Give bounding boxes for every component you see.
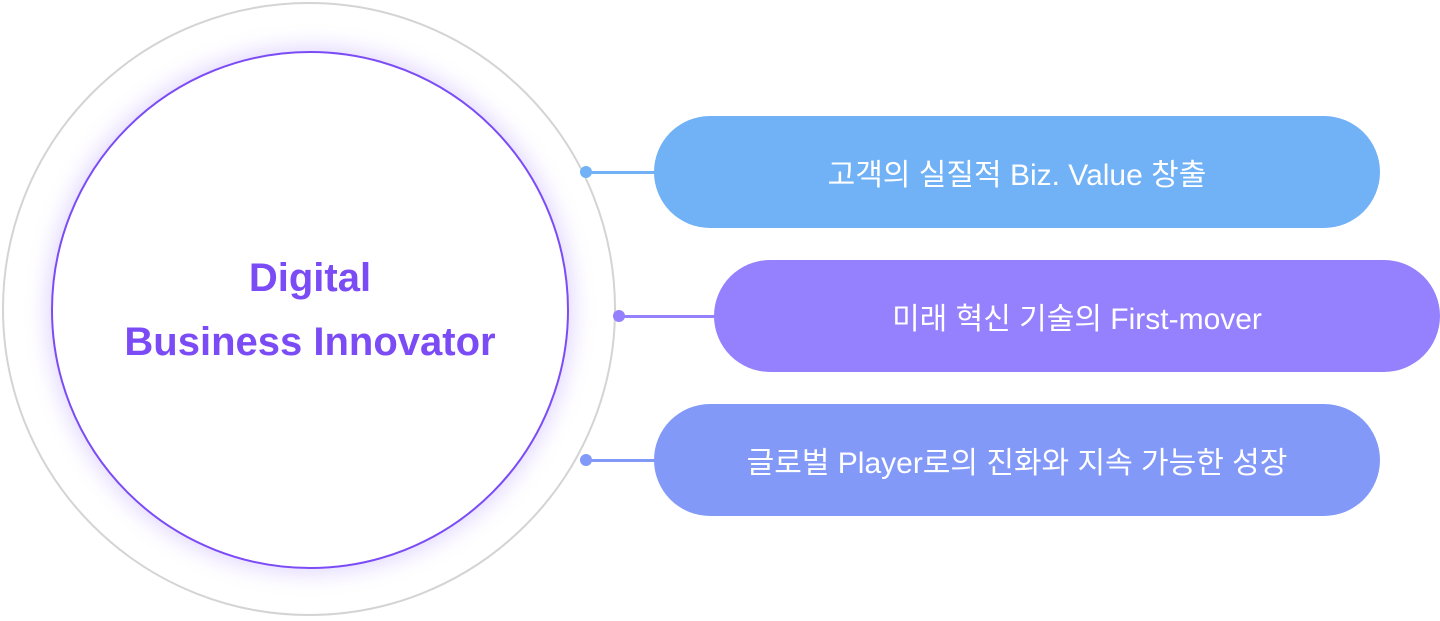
center-circle: Digital Business Innovator xyxy=(51,51,569,569)
center-title-line1: Digital xyxy=(248,256,372,300)
value-pill-3: 글로벌 Player로의 진화와 지속 가능한 성장 xyxy=(654,404,1380,516)
center-title-line2: Business Innovator xyxy=(124,320,496,364)
outer-ring xyxy=(2,2,616,616)
value-pill-1-label: 고객의 실질적 Biz. Value 창출 xyxy=(827,159,1207,192)
value-pill-1: 고객의 실질적 Biz. Value 창출 xyxy=(654,116,1380,228)
connector-dot-1 xyxy=(580,166,592,178)
connector-line-2 xyxy=(619,315,719,318)
connector-dot-3 xyxy=(580,454,592,466)
connector-line-3 xyxy=(586,459,656,462)
connector-line-1 xyxy=(586,171,656,174)
value-pill-2-label: 미래 혁신 기술의 First-mover xyxy=(892,303,1262,336)
connector-dot-2 xyxy=(613,310,625,322)
value-pill-3-label: 글로벌 Player로의 진화와 지속 가능한 성장 xyxy=(746,447,1288,480)
value-pill-2: 미래 혁신 기술의 First-mover xyxy=(714,260,1440,372)
